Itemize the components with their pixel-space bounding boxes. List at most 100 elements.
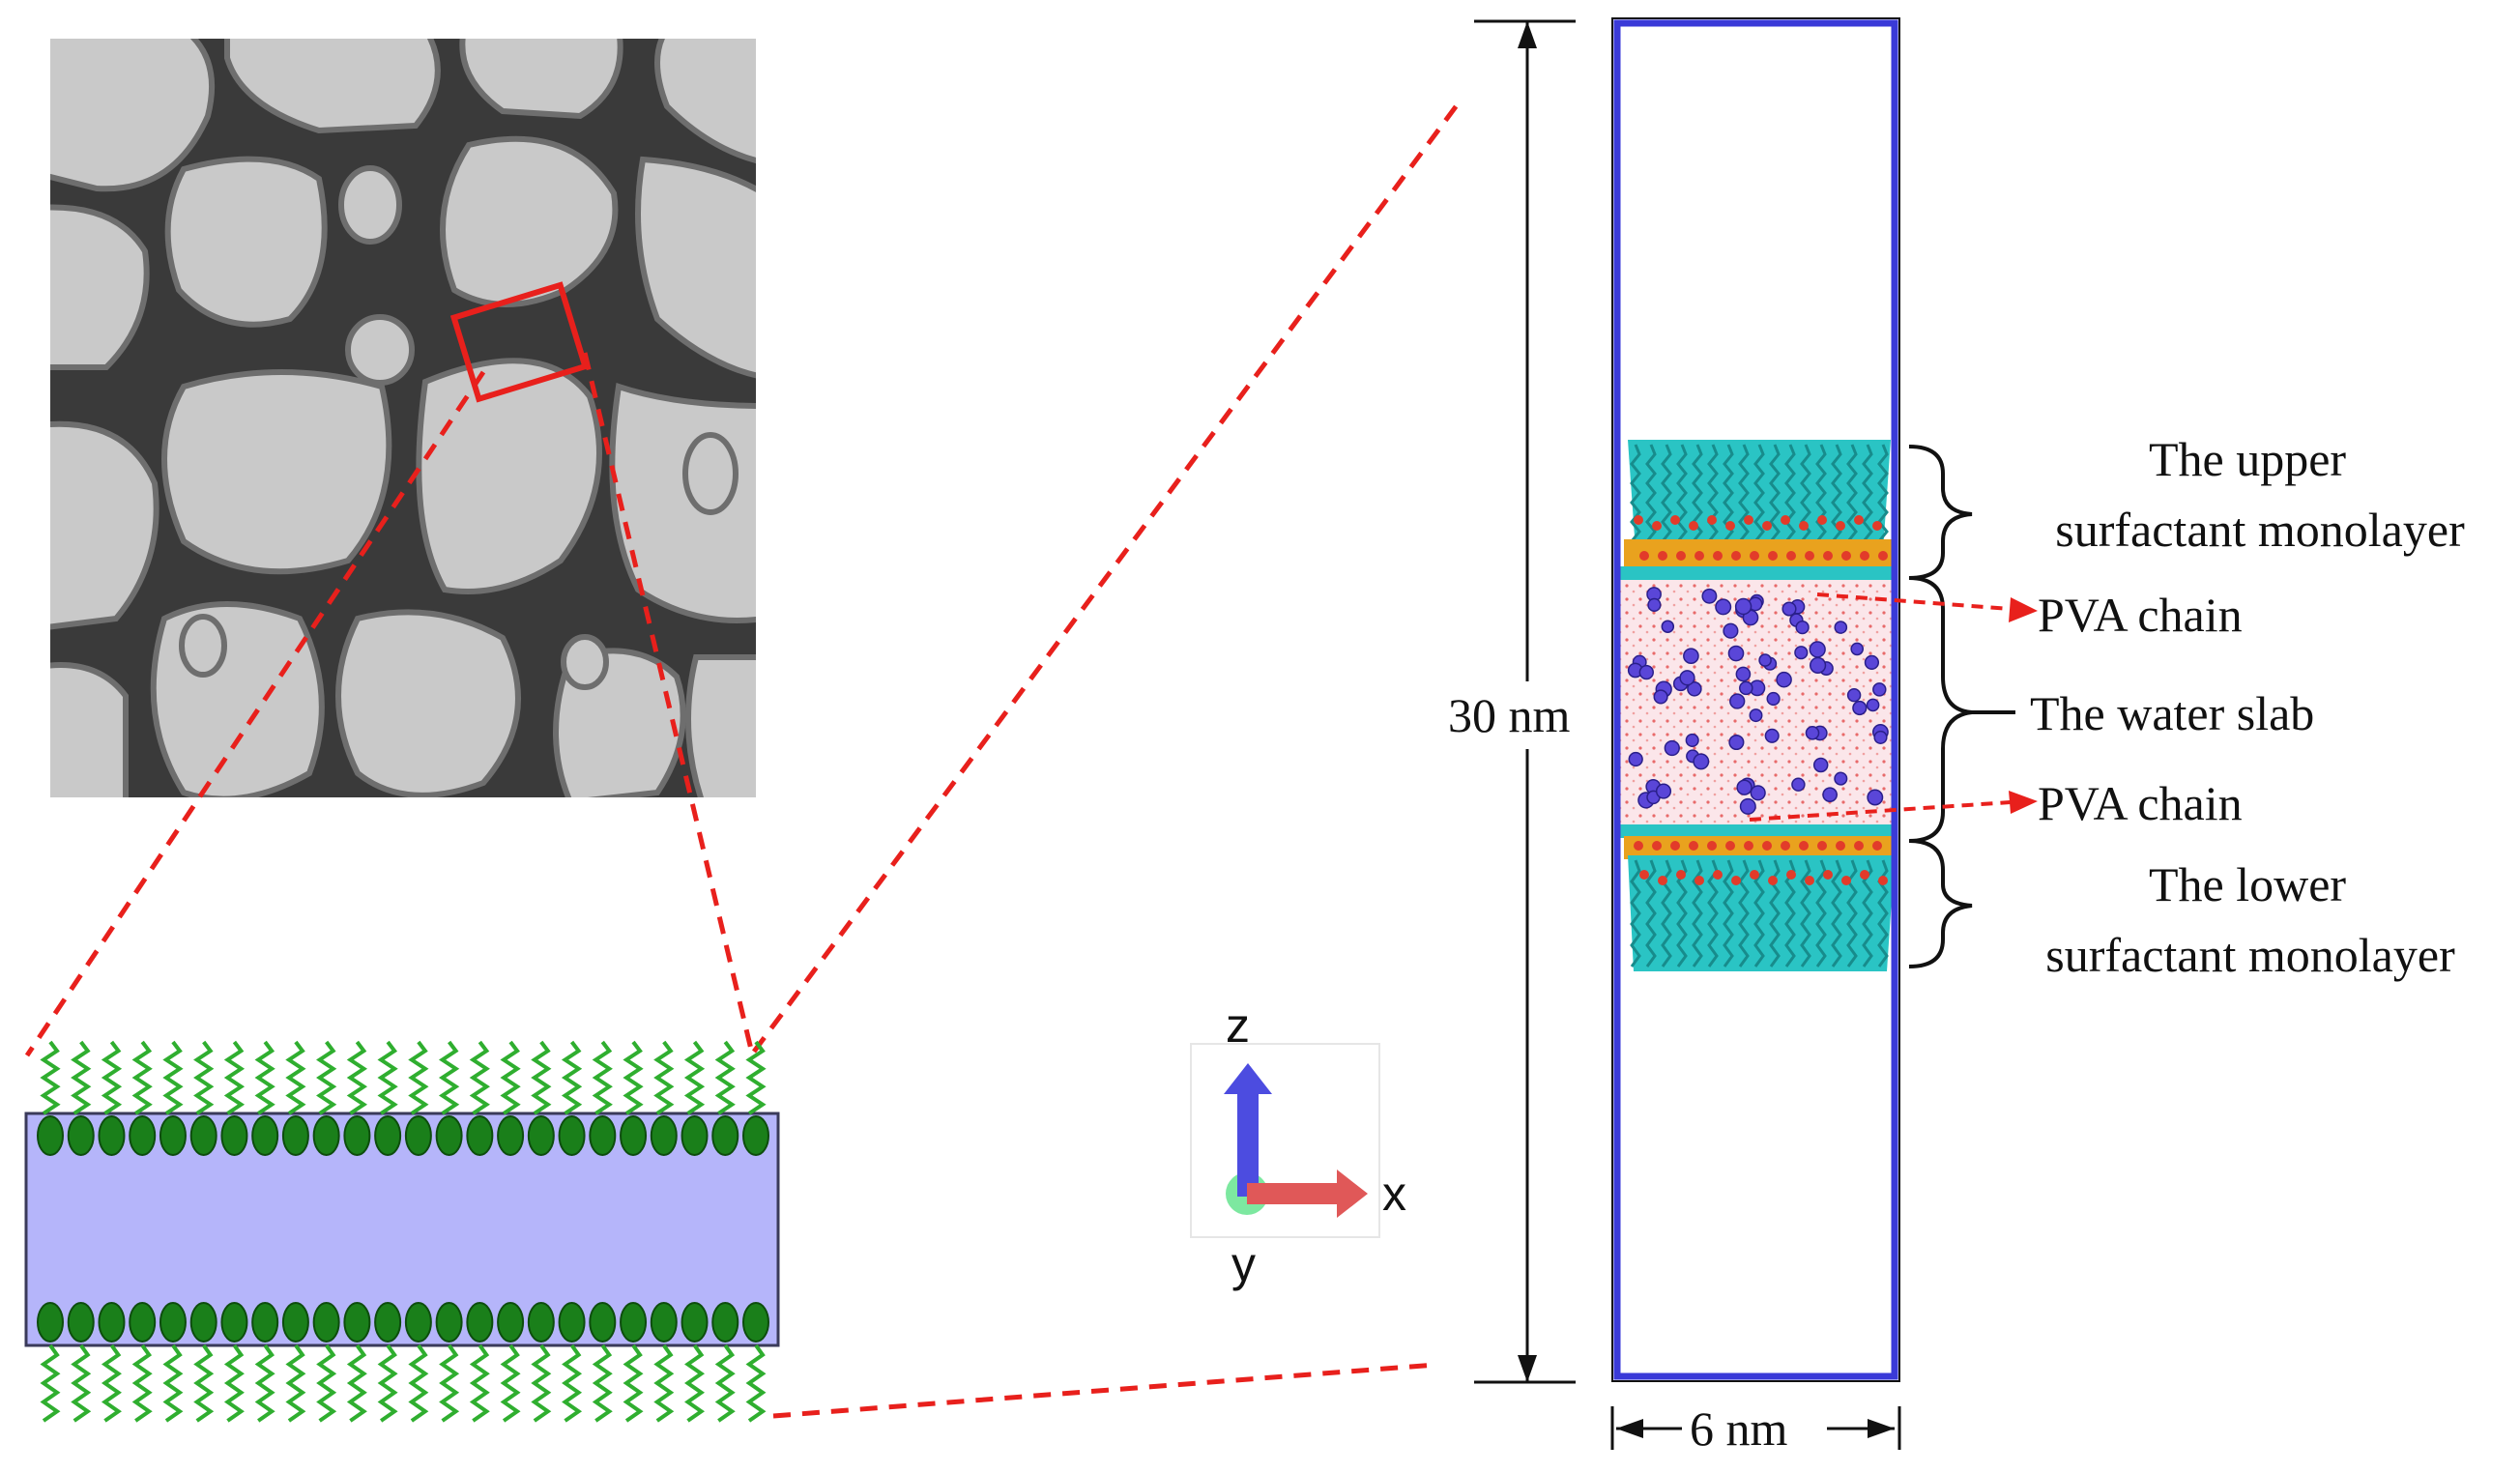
axes-triad: z x y bbox=[1190, 998, 1406, 1291]
oxygen-atom bbox=[1634, 515, 1643, 525]
alkyl-chain bbox=[1862, 444, 1873, 542]
oxygen-atom bbox=[1731, 551, 1741, 561]
surfactant-tail bbox=[377, 1040, 398, 1115]
head-group bbox=[742, 1115, 769, 1156]
surfactant-tail bbox=[254, 1040, 275, 1115]
head-group bbox=[558, 1302, 586, 1343]
oxygen-atom bbox=[1725, 841, 1735, 851]
pva-sphere bbox=[1693, 753, 1710, 770]
pva-sphere bbox=[1727, 645, 1745, 662]
oxygen-atom bbox=[1786, 870, 1796, 880]
pva-arrowhead-bottom bbox=[2009, 791, 2038, 814]
x-axis-arrow bbox=[1247, 1183, 1339, 1204]
oxygen-atom bbox=[1872, 521, 1882, 531]
pva-sphere bbox=[1661, 620, 1675, 633]
surfactant-tail bbox=[162, 1040, 184, 1115]
oxygen-atom bbox=[1689, 521, 1698, 531]
box-height-label: 30 nm bbox=[1448, 688, 1571, 742]
surfactant-tail bbox=[131, 1343, 153, 1423]
surfactant-tail bbox=[377, 1343, 398, 1423]
oxygen-atom bbox=[1836, 521, 1845, 531]
oxygen-atom bbox=[1860, 870, 1869, 880]
alkyl-chain bbox=[1815, 859, 1827, 968]
oxygen-atom bbox=[1725, 521, 1735, 531]
simulation-box: 30 nm 6 nm bbox=[1445, 17, 1901, 1456]
head-group bbox=[404, 1302, 432, 1343]
pva-sphere bbox=[1834, 621, 1848, 634]
pva-sphere bbox=[1791, 777, 1806, 792]
upper-label-line2: surfactant monolayer bbox=[2055, 503, 2465, 557]
pva-sphere bbox=[1822, 787, 1838, 803]
surfactant-tail bbox=[40, 1040, 61, 1115]
oxygen-atom bbox=[1731, 876, 1741, 885]
head-group bbox=[281, 1302, 309, 1343]
pva-sphere bbox=[1664, 739, 1680, 757]
z-axis-label: z bbox=[1226, 998, 1250, 1053]
oxygen-atom bbox=[1694, 551, 1704, 561]
pva-sphere bbox=[1750, 785, 1766, 801]
lower-label-line2: surfactant monolayer bbox=[2045, 928, 2455, 982]
pva-sphere bbox=[1834, 771, 1848, 786]
oxygen-atom bbox=[1817, 841, 1827, 851]
pva-sphere bbox=[1794, 646, 1809, 660]
oxygen-atom bbox=[1799, 521, 1809, 531]
surfactant-tail bbox=[131, 1040, 153, 1115]
oxygen-atom bbox=[1805, 876, 1814, 885]
head-group bbox=[435, 1115, 463, 1156]
surfactant-tail bbox=[346, 1040, 368, 1115]
oxygen-atom bbox=[1713, 551, 1723, 561]
alkyl-chain bbox=[1738, 859, 1750, 968]
oxygen-atom bbox=[1872, 841, 1882, 851]
alkyl-chain bbox=[1630, 444, 1641, 542]
head-group bbox=[742, 1302, 769, 1343]
head-group bbox=[650, 1115, 678, 1156]
head-group bbox=[251, 1115, 279, 1156]
pva-sphere bbox=[1872, 682, 1887, 697]
head-group bbox=[681, 1115, 709, 1156]
pva-sphere bbox=[1867, 789, 1884, 806]
head-group bbox=[527, 1115, 555, 1156]
pva-sphere bbox=[1729, 693, 1746, 709]
head-group bbox=[220, 1115, 248, 1156]
surfactant-tail bbox=[653, 1040, 675, 1115]
surfactant-tail bbox=[40, 1343, 61, 1423]
pva-molecules bbox=[1627, 587, 1889, 815]
surfactant-tail bbox=[623, 1343, 644, 1423]
upper-head-groups bbox=[37, 1115, 769, 1156]
pva-sphere bbox=[1781, 601, 1797, 617]
surfactant-tail bbox=[531, 1343, 552, 1423]
lamella-schematic bbox=[24, 1040, 780, 1423]
lower-head-groups bbox=[37, 1302, 769, 1343]
oxygen-atom bbox=[1750, 870, 1759, 880]
annotation-labels: The upper surfactant monolayer PVA chain… bbox=[2030, 432, 2465, 982]
surfactant-tail bbox=[745, 1040, 767, 1115]
oxygen-atom bbox=[1768, 876, 1778, 885]
lower-surfactant-tails bbox=[40, 1343, 767, 1423]
oxygen-atom bbox=[1713, 870, 1723, 880]
head-group bbox=[497, 1115, 525, 1156]
head-group bbox=[589, 1302, 617, 1343]
oxygen-atom bbox=[1841, 551, 1851, 561]
head-group bbox=[343, 1302, 371, 1343]
oxygen-atom bbox=[1670, 841, 1680, 851]
pva-arrows bbox=[1749, 592, 2012, 822]
oxygen-atom bbox=[1823, 870, 1833, 880]
oxygen-atom bbox=[1744, 515, 1753, 525]
oxygen-atom bbox=[1652, 521, 1662, 531]
surfactant-tail bbox=[653, 1343, 675, 1423]
surfactant-tail bbox=[500, 1040, 521, 1115]
head-group bbox=[98, 1115, 126, 1156]
lower-label-line1: The lower bbox=[2149, 857, 2346, 911]
water-slab-schematic bbox=[24, 1112, 780, 1347]
pva-sphere bbox=[1864, 654, 1880, 671]
head-group bbox=[681, 1302, 709, 1343]
head-group bbox=[527, 1302, 555, 1343]
pva-sphere bbox=[1764, 728, 1780, 743]
head-group bbox=[159, 1115, 187, 1156]
oxygen-atom bbox=[1786, 551, 1796, 561]
alkyl-chain bbox=[1800, 859, 1811, 968]
head-group bbox=[589, 1115, 617, 1156]
pva-sphere bbox=[1685, 733, 1699, 747]
oxygen-atom bbox=[1744, 841, 1753, 851]
